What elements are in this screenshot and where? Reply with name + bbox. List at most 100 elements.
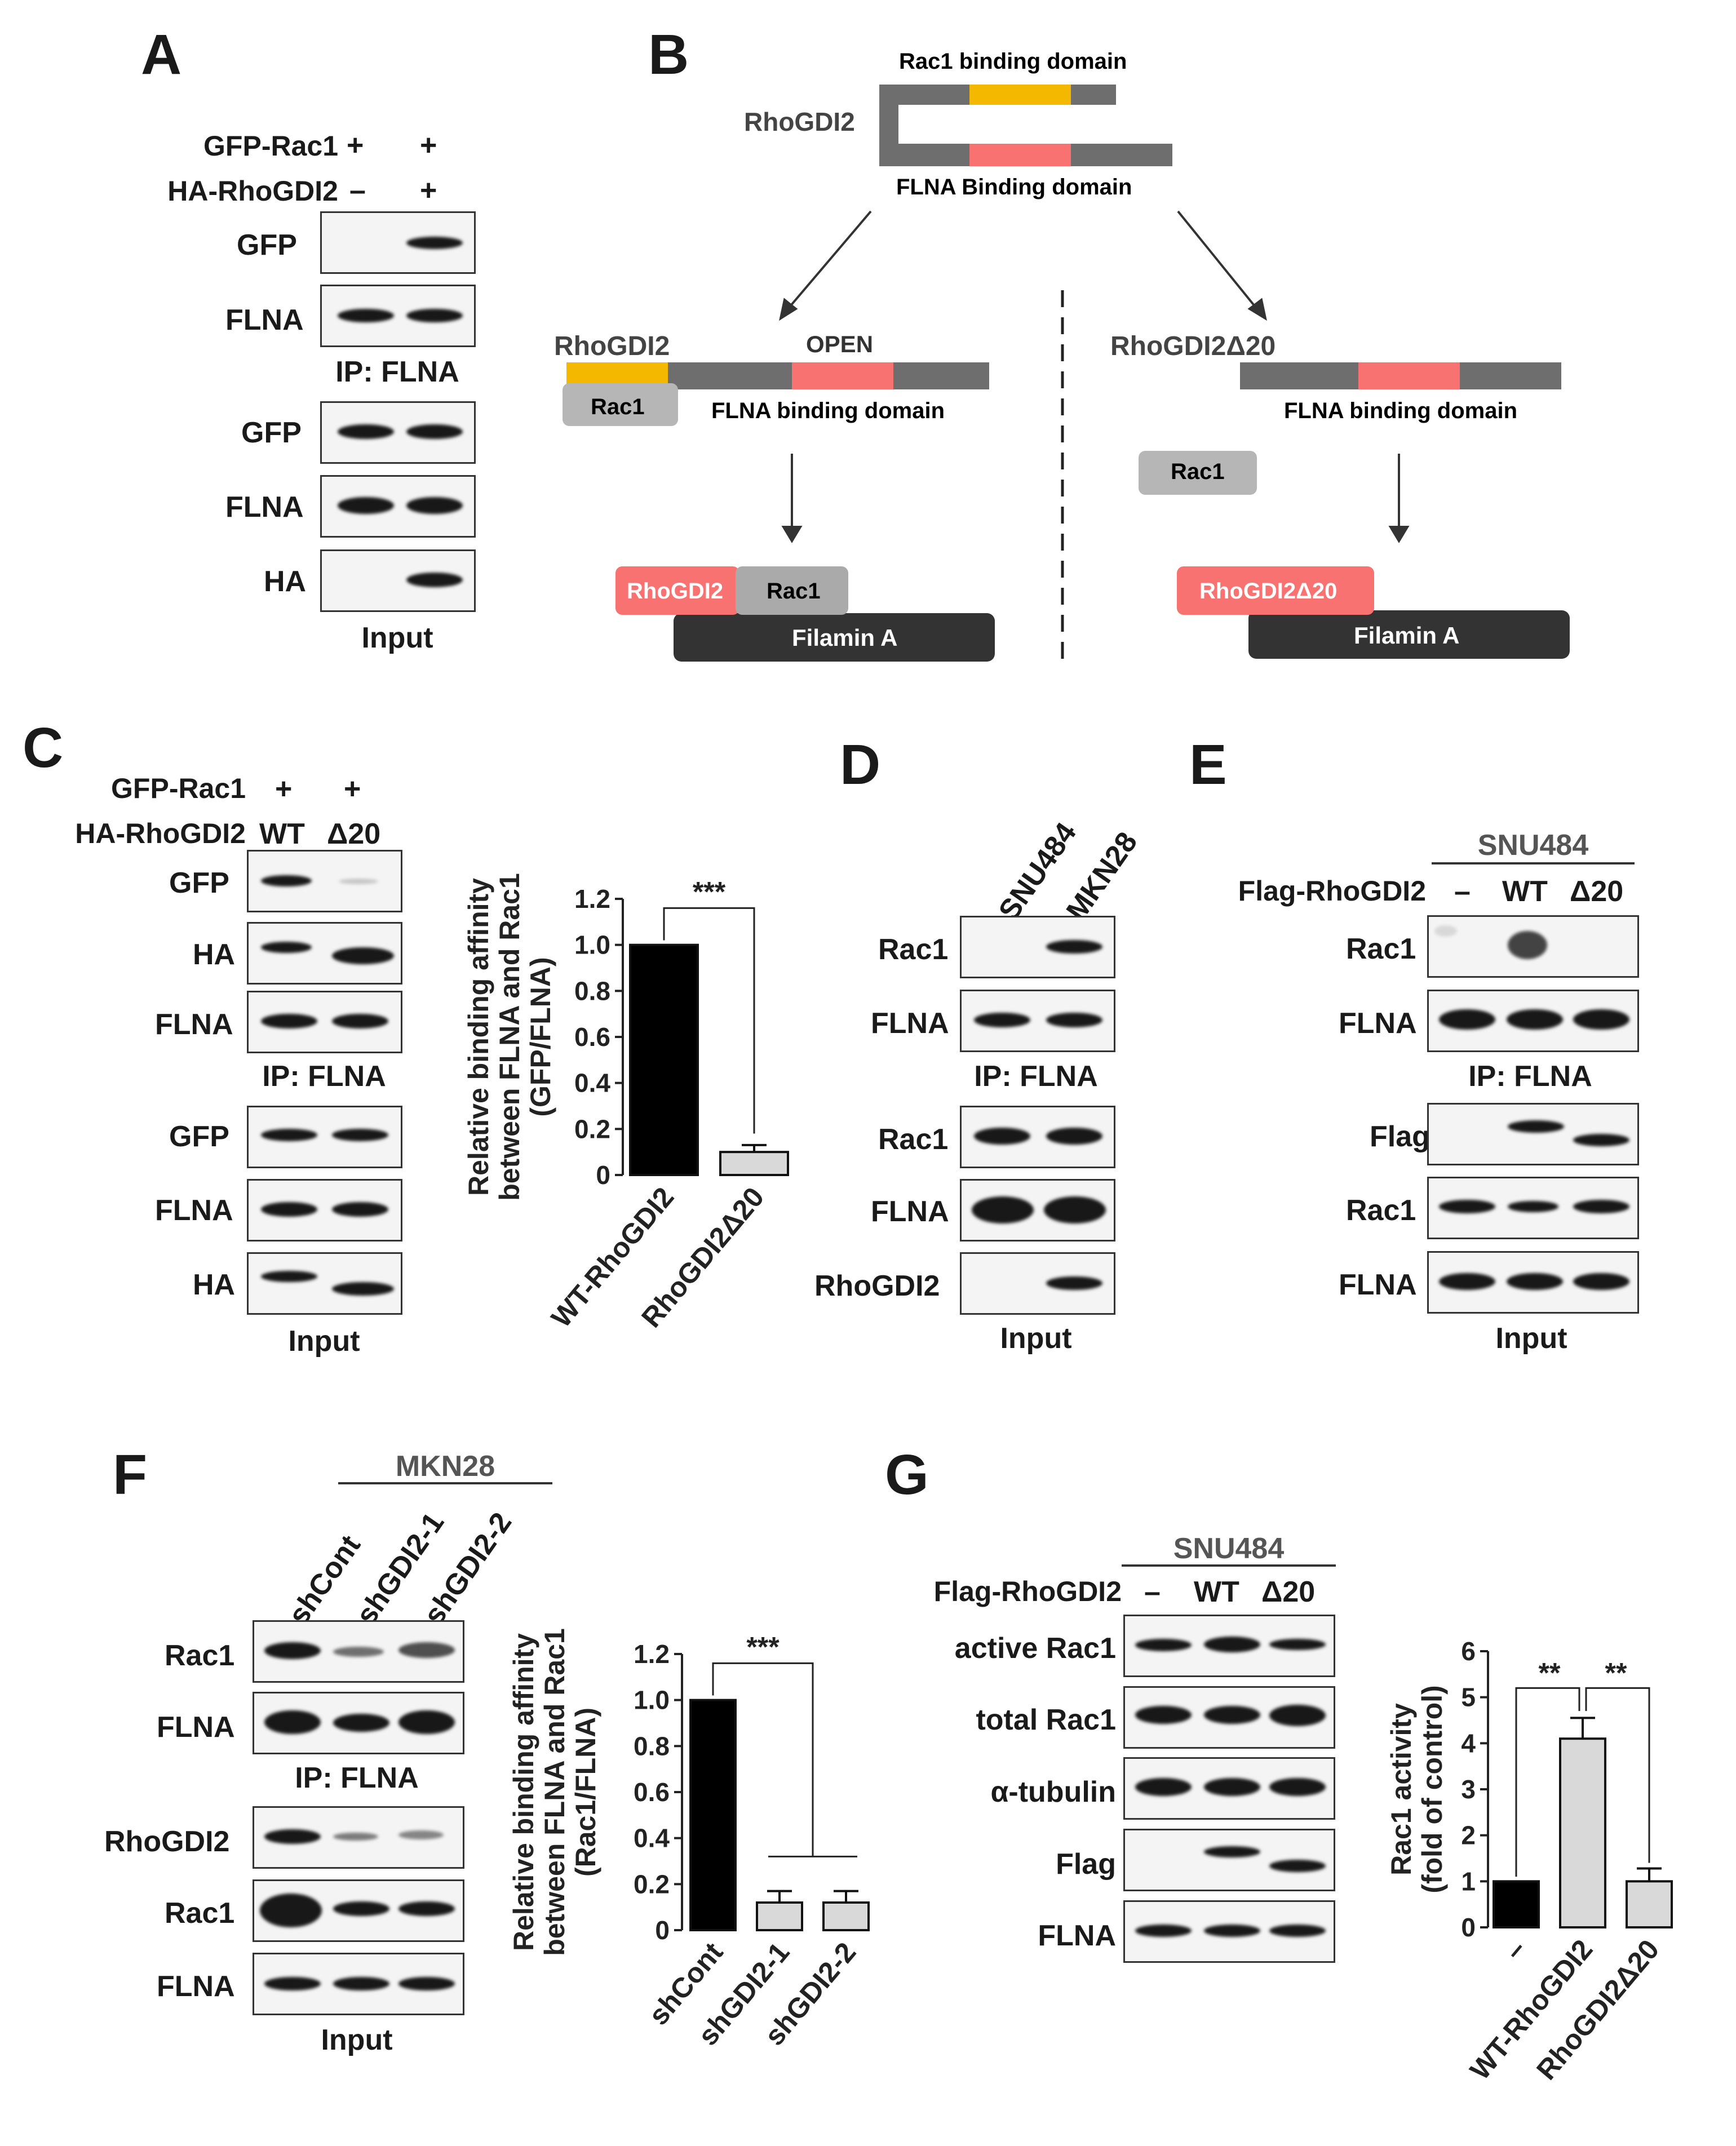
panel-label-c: C	[23, 716, 64, 779]
y-axis-label: Rac1 activity	[1385, 1703, 1417, 1875]
blot-label: Rac1	[878, 933, 949, 966]
right-rac1-box: Rac1	[1171, 459, 1225, 484]
western-blot	[247, 922, 402, 985]
bar	[756, 1901, 803, 1931]
bar	[822, 1901, 870, 1931]
blot-label: FLNA	[871, 1007, 949, 1040]
y-tick-label: 0.6	[634, 1777, 670, 1807]
western-blot	[253, 1879, 464, 1942]
blot-label: Rac1	[1346, 1194, 1416, 1227]
sign: –	[349, 174, 366, 207]
y-axis-label: Relative binding affinity	[463, 878, 494, 1196]
y-tick-label: 0.2	[634, 1869, 670, 1899]
bar	[1493, 1880, 1540, 1928]
left-rhogdi2-title: RhoGDI2	[554, 331, 670, 361]
western-blot	[247, 1106, 402, 1168]
blot-label: FLNA	[157, 1970, 235, 2003]
blot-label: HA	[264, 565, 307, 598]
divider	[1432, 862, 1635, 864]
y-tick-label: 1.0	[634, 1686, 670, 1715]
y-tick-label: 0.2	[574, 1114, 610, 1143]
western-blot	[320, 211, 476, 274]
y-tick-label: 0.8	[574, 976, 610, 1005]
western-blot	[247, 850, 402, 912]
y-axis-label: (Rac1/FLNA)	[570, 1708, 601, 1877]
bar	[629, 943, 699, 1176]
western-blot	[247, 1252, 402, 1315]
bar	[719, 1151, 789, 1176]
y-tick-label: 1.0	[574, 930, 610, 960]
rhogdi2-closed-structure	[879, 85, 1172, 166]
blot-label: Rac1	[878, 1123, 949, 1156]
y-tick-label: 1.2	[634, 1639, 670, 1669]
blot-label: GFP	[169, 1120, 229, 1153]
y-tick-label: 6	[1461, 1637, 1476, 1666]
row-label-ha-rhogdi2: HA-RhoGDI2	[75, 818, 246, 849]
y-tick-label: 4	[1461, 1728, 1476, 1758]
sign: Δ20	[327, 818, 381, 850]
y-tick-label: 1	[1461, 1866, 1476, 1896]
blot-label: FLNA	[157, 1711, 235, 1744]
row-label-gfp-rac1: GFP-Rac1	[111, 773, 246, 804]
blot-label: FLNA	[155, 1194, 233, 1227]
western-blot	[960, 916, 1115, 978]
blot-label: RhoGDI2	[104, 1825, 230, 1858]
arrow	[1388, 454, 1410, 543]
cell-line-label: SNU484	[1173, 1532, 1285, 1565]
blot-label: GFP	[169, 867, 229, 899]
western-blot	[1427, 1103, 1639, 1165]
cell-line-label: SNU484	[1477, 829, 1589, 862]
sign: +	[344, 773, 361, 805]
row-label-flag-rhogdi2: Flag-RhoGDI2	[933, 1576, 1122, 1607]
right-filamin-box: Filamin A	[1354, 622, 1459, 649]
blot-label: active Rac1	[954, 1632, 1116, 1665]
row-label-flag-rhogdi2: Flag-RhoGDI2	[1238, 875, 1426, 907]
ip-label: IP: FLNA	[262, 1060, 386, 1093]
blot-label: GFP	[241, 416, 302, 449]
left-rhogdi2-box: RhoGDI2	[627, 579, 723, 604]
y-axis-label: Relative binding affinity	[508, 1633, 539, 1951]
blot-label: FLNA	[871, 1195, 949, 1228]
western-blot	[1123, 1686, 1335, 1749]
western-blot	[1123, 1829, 1335, 1891]
y-tick-label: 5	[1461, 1683, 1476, 1712]
blot-label: α-tubulin	[990, 1776, 1116, 1808]
y-tick-label: 1.2	[574, 884, 610, 914]
western-blot	[253, 1620, 464, 1683]
blot-label: HA	[193, 938, 236, 971]
sign: +	[420, 129, 437, 162]
rhogdi2-top-label: RhoGDI2	[744, 107, 855, 136]
blot-label: RhoGDI2	[814, 1270, 940, 1302]
blot-label: FLNA	[1038, 1919, 1116, 1952]
y-tick-label: 3	[1461, 1775, 1476, 1804]
rac1-binding-domain-label: Rac1 binding domain	[899, 49, 1127, 74]
sign: +	[347, 129, 364, 162]
lane-label: –	[1144, 1576, 1161, 1608]
ip-label: IP: FLNA	[295, 1762, 419, 1794]
sign: +	[420, 174, 437, 207]
lane-label: Δ20	[1570, 875, 1624, 908]
y-axis-label: (GFP/FLNA)	[525, 957, 556, 1116]
western-blot	[1123, 1900, 1335, 1963]
flna-binding-domain-right: FLNA binding domain	[1284, 398, 1517, 423]
left-rac1-box: Rac1	[767, 579, 821, 604]
right-rhogdi2-delta20-title: RhoGDI2Δ20	[1110, 331, 1276, 361]
left-filamin-box: Filamin A	[792, 624, 897, 651]
blot-label: Rac1	[165, 1897, 235, 1930]
blot-label: GFP	[237, 229, 297, 261]
left-complex	[615, 566, 995, 662]
western-blot	[1123, 1615, 1335, 1677]
blot-label: FLNA	[155, 1008, 233, 1041]
bar	[1626, 1880, 1673, 1928]
blot-label: FLNA	[1339, 1007, 1417, 1040]
significance-bracket	[1585, 1687, 1650, 1863]
y-tick-label: 0.8	[634, 1731, 670, 1761]
y-tick-label: 0.6	[574, 1022, 610, 1052]
panel-label-f: F	[113, 1443, 148, 1506]
western-blot	[253, 1806, 464, 1869]
arrow	[781, 454, 803, 543]
panel-label-g: G	[885, 1443, 929, 1506]
panel-label-d: D	[840, 733, 881, 796]
blot-label: Rac1	[1346, 933, 1416, 965]
lane-label: –	[1454, 875, 1471, 908]
